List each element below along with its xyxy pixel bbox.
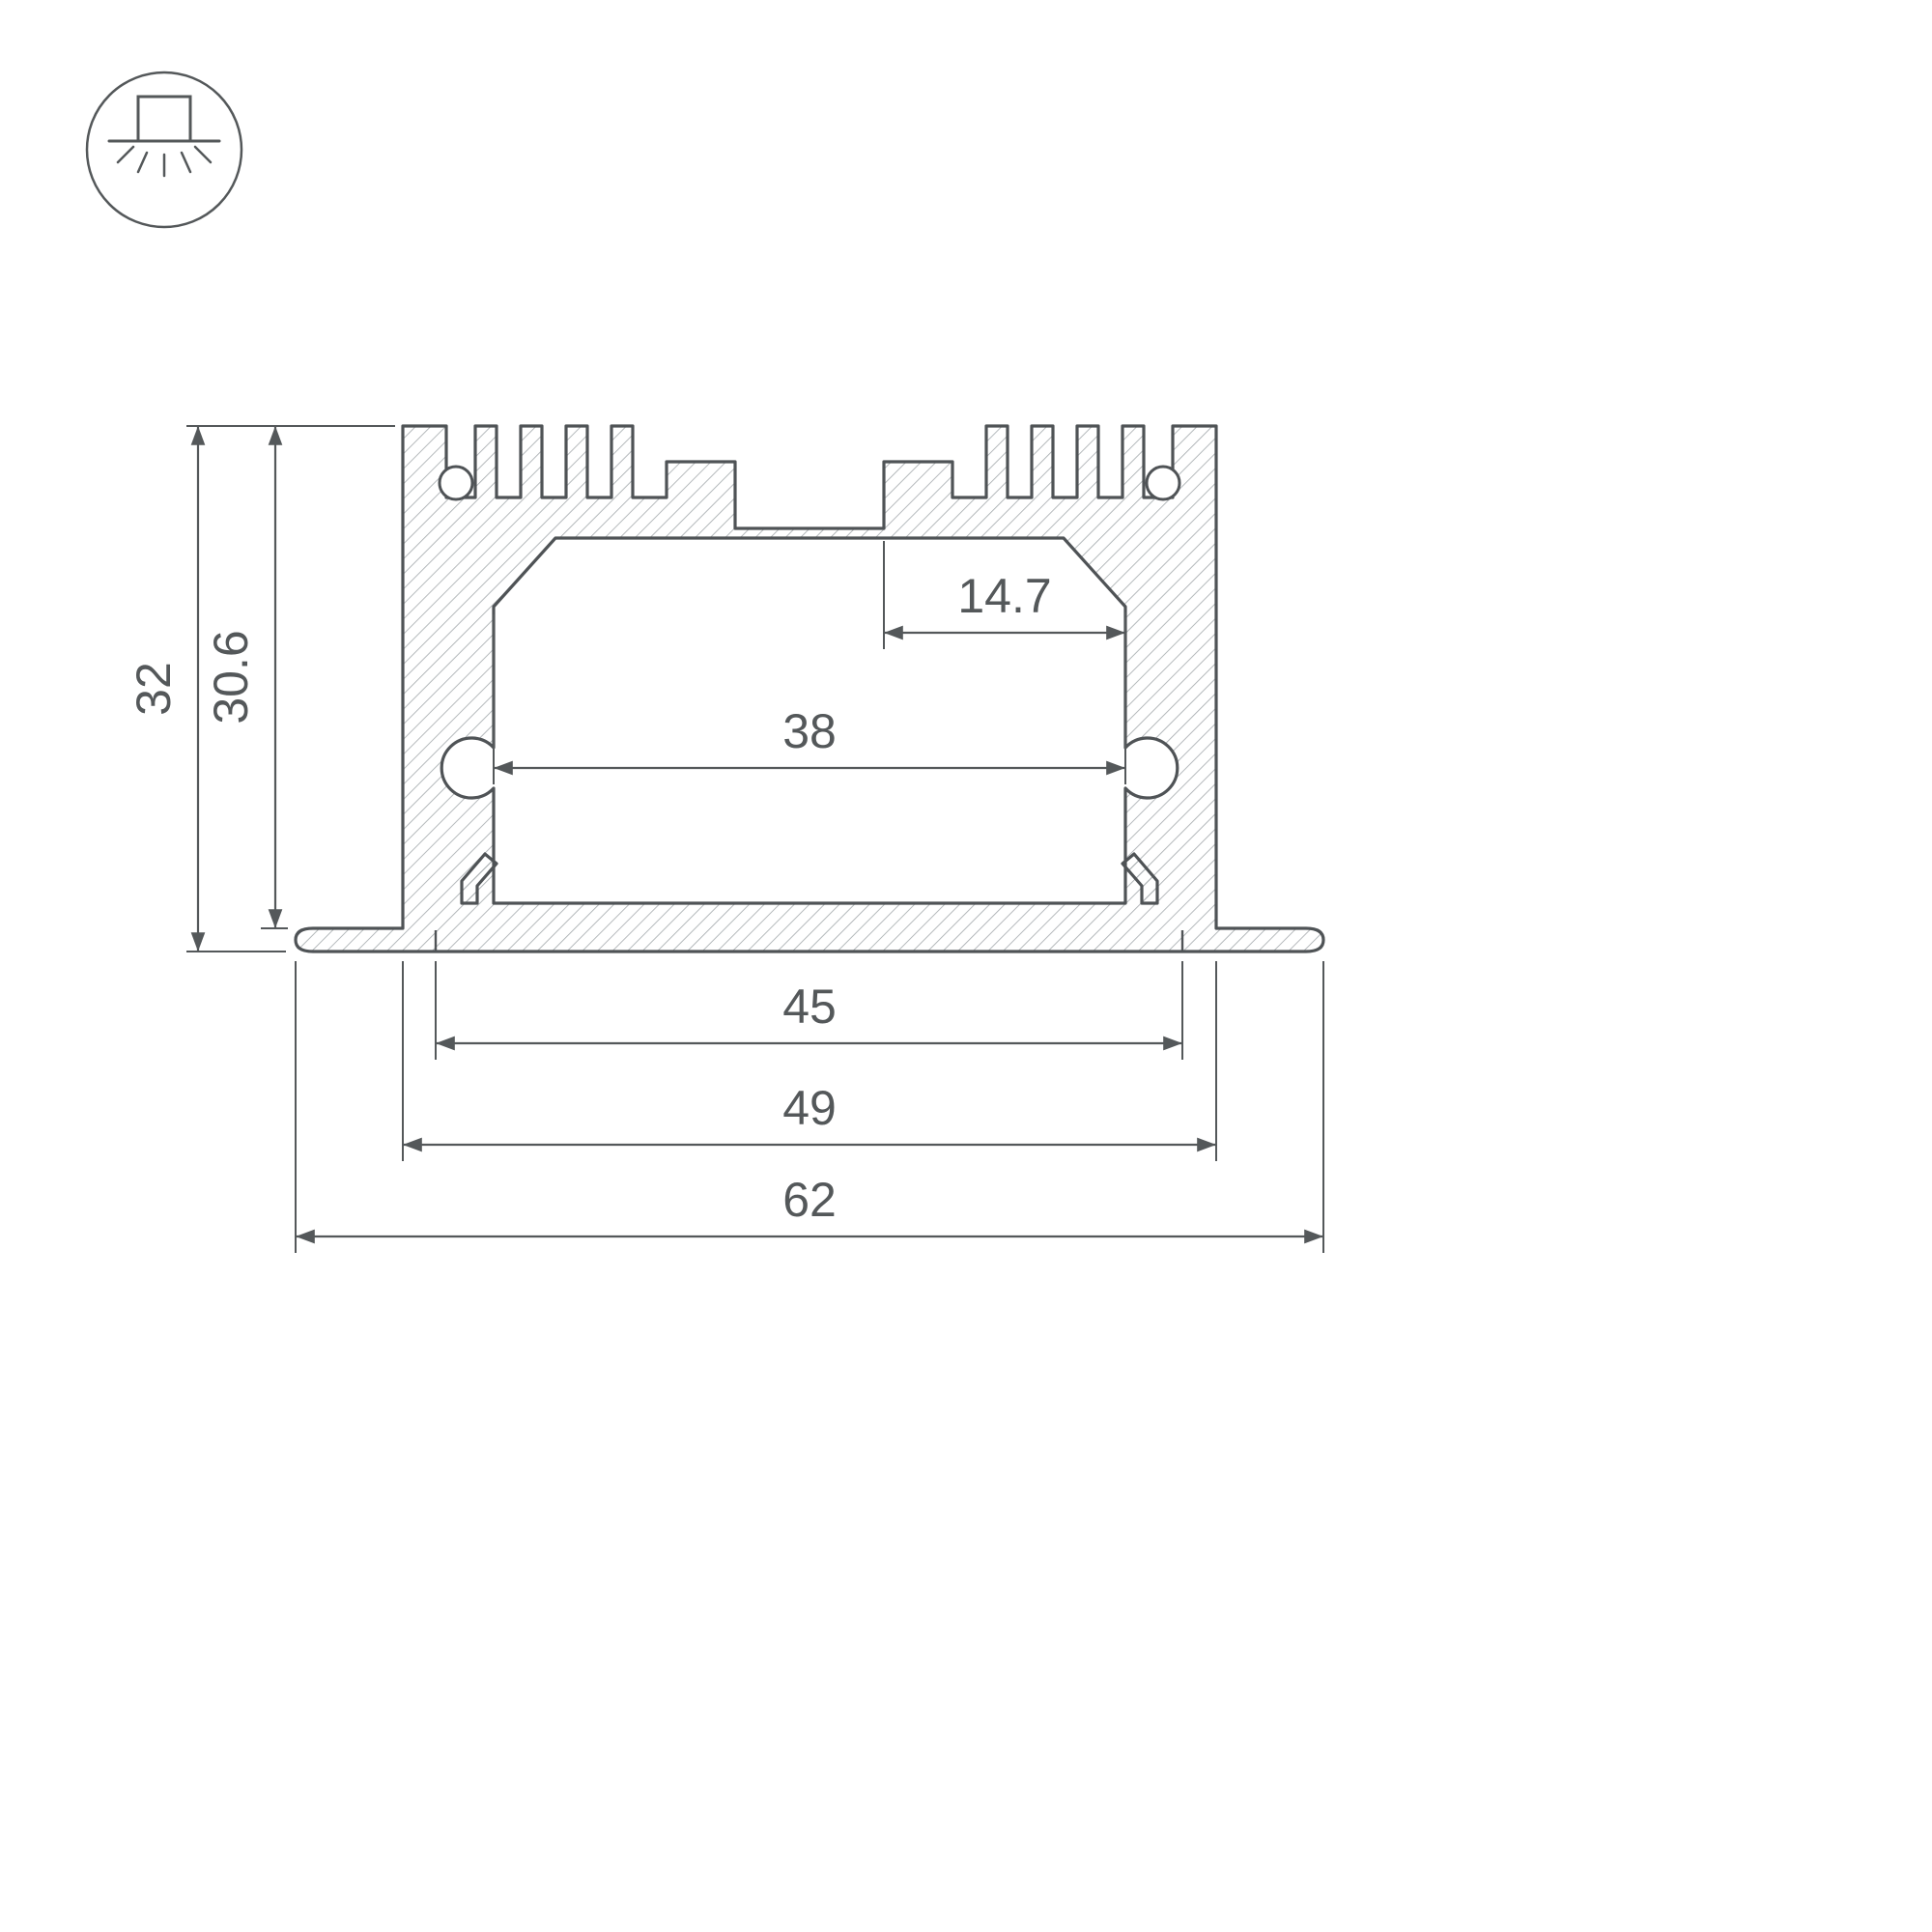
dim-label-62: 62: [782, 1173, 837, 1227]
dim-label-45: 45: [782, 980, 837, 1034]
dimension-flange-width: 62: [295, 961, 1324, 1253]
dimension-total-height: 32: [127, 425, 395, 952]
profile-body: [294, 424, 1325, 953]
dimension-inner-width: 38: [493, 614, 1125, 784]
dim-label-30-6: 30.6: [204, 630, 258, 724]
dimension-slot-to-wall: 14.7: [883, 541, 1126, 784]
screw-channel-left: [438, 465, 474, 501]
screw-channel-right: [1145, 465, 1181, 501]
icon-profile-shape: [136, 95, 192, 143]
recessed-mount-icon: [85, 71, 243, 229]
dim-label-49: 49: [782, 1081, 837, 1135]
profile-cross-section: [294, 424, 1325, 953]
dimension-base-width: 45: [435, 961, 1183, 1060]
icon-badge-circle: [85, 71, 243, 229]
dimension-body-height: 30.6: [204, 426, 288, 929]
dim-label-32: 32: [127, 662, 181, 716]
dimension-body-width: 49: [402, 961, 1217, 1161]
retainer-hook-left: [460, 852, 498, 905]
dim-label-14-7: 14.7: [957, 569, 1051, 623]
dim-label-38: 38: [782, 704, 837, 758]
retainer-hook-right: [1121, 852, 1159, 905]
icon-light-rays: [116, 145, 213, 178]
